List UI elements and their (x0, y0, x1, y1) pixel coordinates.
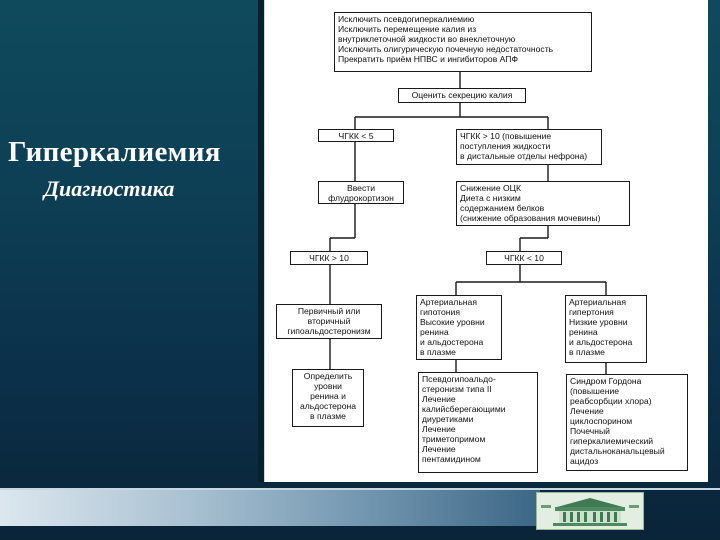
hypotension-box: Артериальная гипотония Высокие уровни ре… (416, 295, 502, 360)
pseudohypoaldosteronism-box: Псевдогипоальдо- стеронизм типа II Лечен… (418, 372, 538, 473)
assess-potassium-secretion-box: Оценить секрецию калия (398, 88, 526, 103)
hypertension-box: Артериальная гипертония Низкие уровни ре… (565, 295, 647, 363)
ttkg-above-10-box: ЧГКК > 10 (290, 251, 368, 265)
exclusions-box: Исключить псевдогиперкалиемию Исключить … (334, 12, 592, 72)
footer-divider (0, 488, 720, 490)
ttkg-high-box: ЧГКК > 10 (повышение поступления жидкост… (456, 129, 602, 165)
fludrocortisone-box: Ввести флудрокортизон (318, 181, 404, 204)
slide-title: Гиперкалиемия (8, 136, 221, 168)
hypoaldosteronism-box: Первичный или вторичный гипоальдостерони… (276, 304, 382, 339)
ttkg-low-box: ЧГКК < 5 (318, 129, 394, 142)
ttkg-below-10-box: ЧГКК < 10 (486, 251, 562, 265)
university-logo (536, 492, 644, 530)
measure-renin-box: Определить уровни ренина и альдостерона … (292, 369, 364, 427)
panel-shadow (258, 0, 268, 482)
footer-bar (0, 490, 540, 526)
reduce-volume-box: Снижение ОЦК Диета с низким содержанием … (456, 181, 630, 226)
building-icon (537, 493, 643, 529)
slide-subtitle: Диагностика (44, 176, 175, 201)
gordon-syndrome-box: Синдром Гордона (повышение реабсорбции х… (566, 374, 688, 471)
